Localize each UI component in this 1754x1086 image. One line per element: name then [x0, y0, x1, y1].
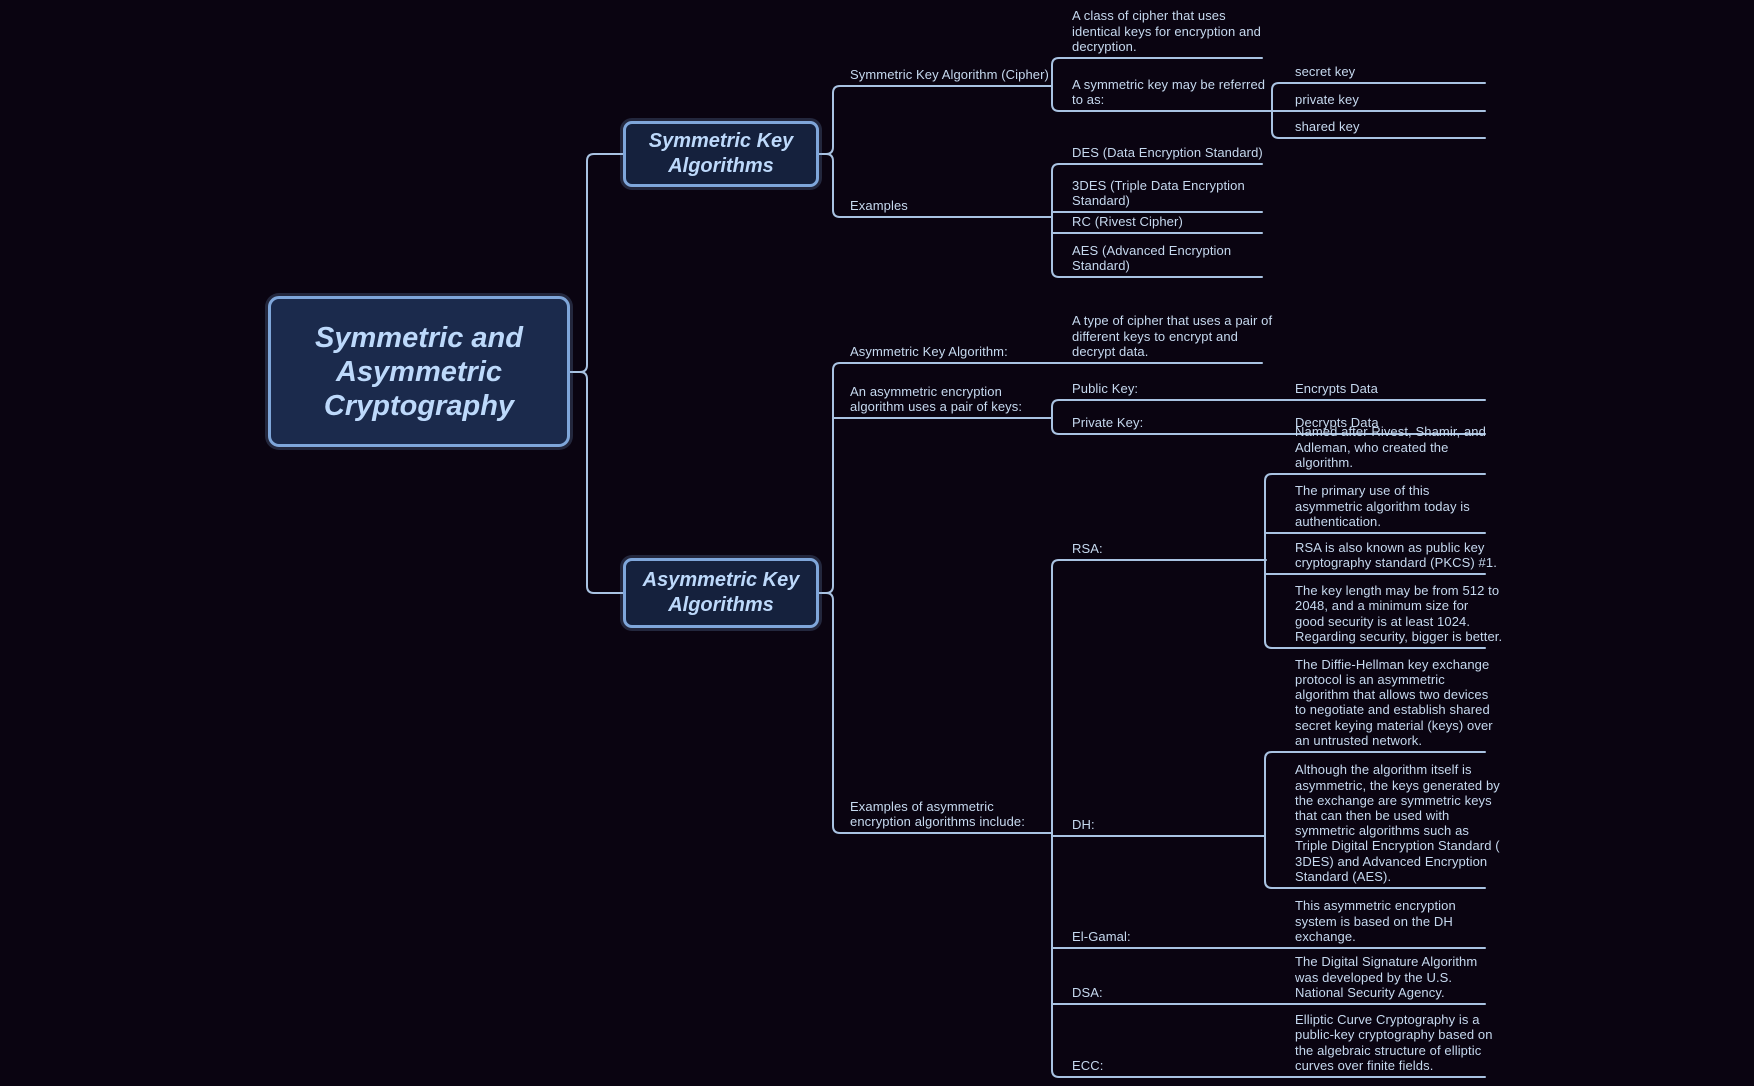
- branch-node-symmetric[interactable]: Symmetric Key Algorithms: [623, 121, 819, 187]
- node-dh-note-2[interactable]: Although the algorithm itself is asymmet…: [1295, 762, 1500, 884]
- node-ecc-label[interactable]: ECC:: [1072, 1057, 1104, 1073]
- node-shared-key[interactable]: shared key: [1295, 118, 1360, 134]
- node-elgamal-label[interactable]: El-Gamal:: [1072, 928, 1131, 944]
- node-symmetric-referred-label[interactable]: A symmetric key may be referred to as:: [1072, 76, 1266, 107]
- node-secret-key[interactable]: secret key: [1295, 63, 1356, 79]
- node-asymmetric-examples-label[interactable]: Examples of asymmetric encryption algori…: [850, 798, 1025, 829]
- node-example-rc[interactable]: RC (Rivest Cipher): [1072, 213, 1183, 229]
- node-encrypts-data[interactable]: Encrypts Data: [1295, 380, 1378, 396]
- node-example-3des[interactable]: 3DES (Triple Data Encryption Standard): [1072, 177, 1245, 208]
- node-rsa-label[interactable]: RSA:: [1072, 540, 1103, 556]
- node-rsa-note-4[interactable]: The key length may be from 512 to 2048, …: [1295, 583, 1503, 644]
- root-node[interactable]: Symmetric and Asymmetric Cryptography: [268, 296, 570, 447]
- node-symmetric-examples-label[interactable]: Examples: [850, 197, 908, 213]
- node-private-key-label[interactable]: Private Key:: [1072, 414, 1144, 430]
- node-asymmetric-definition-label[interactable]: Asymmetric Key Algorithm:: [850, 343, 1008, 359]
- node-pair-of-keys-label[interactable]: An asymmetric encryption algorithm uses …: [850, 383, 1023, 414]
- branch-node-asymmetric[interactable]: Asymmetric Key Algorithms: [623, 558, 819, 628]
- node-public-key-label[interactable]: Public Key:: [1072, 380, 1139, 396]
- node-decrypts-data[interactable]: Decrypts Data: [1295, 414, 1379, 430]
- node-rsa-note-3[interactable]: RSA is also known as public key cryptogr…: [1295, 539, 1497, 570]
- node-dsa-note[interactable]: The Digital Signature Algorithm was deve…: [1295, 954, 1478, 1000]
- node-asymmetric-definition[interactable]: A type of cipher that uses a pair of dif…: [1072, 313, 1273, 359]
- node-elgamal-note[interactable]: This asymmetric encryption system is bas…: [1295, 898, 1456, 944]
- node-example-des[interactable]: DES (Data Encryption Standard): [1072, 144, 1263, 160]
- node-ecc-note[interactable]: Elliptic Curve Cryptography is a public-…: [1295, 1012, 1493, 1073]
- node-private-key[interactable]: private key: [1295, 91, 1359, 107]
- node-symmetric-cipher-label[interactable]: Symmetric Key Algorithm (Cipher): [850, 66, 1049, 82]
- node-dh-note-1[interactable]: The Diffie-Hellman key exchange protocol…: [1295, 656, 1493, 748]
- node-dh-label[interactable]: DH:: [1072, 816, 1095, 832]
- node-rsa-note-2[interactable]: The primary use of this asymmetric algor…: [1295, 483, 1470, 529]
- node-example-aes[interactable]: AES (Advanced Encryption Standard): [1072, 242, 1232, 273]
- node-dsa-label[interactable]: DSA:: [1072, 984, 1103, 1000]
- node-symmetric-cipher-definition[interactable]: A class of cipher that uses identical ke…: [1072, 8, 1262, 54]
- node-rsa-note-1[interactable]: Named after Rivest, Shamir, and Adleman,…: [1295, 424, 1486, 470]
